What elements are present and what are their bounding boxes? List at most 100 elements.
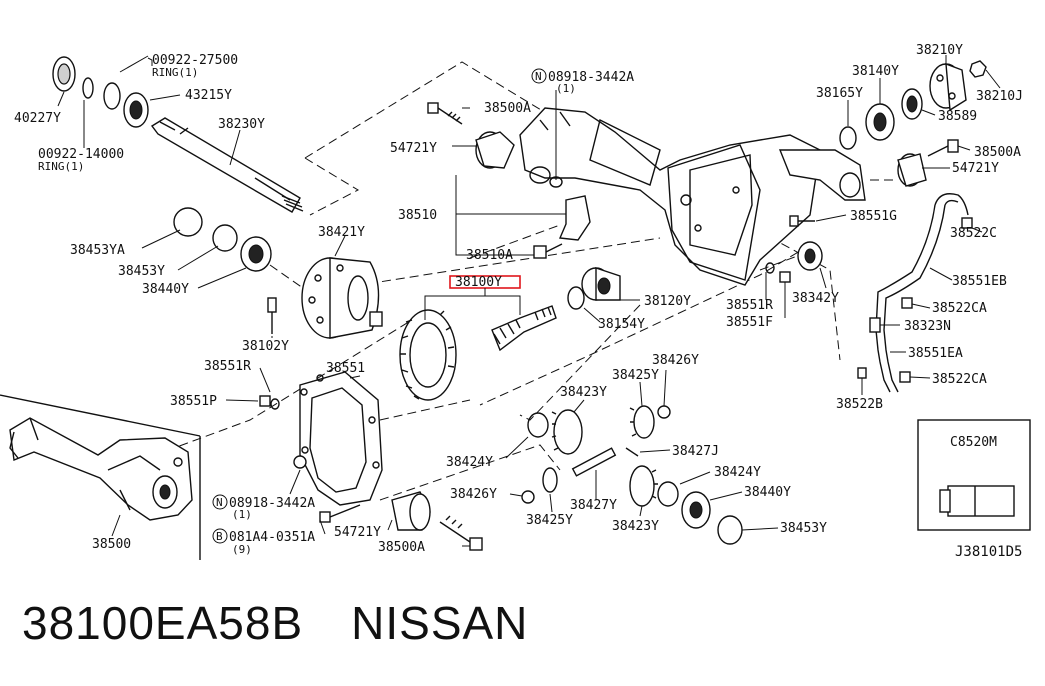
- drive-shaft-38230y: [150, 117, 301, 213]
- side-gear-38423y-b: [629, 465, 655, 507]
- label-38453y-a: 38453Y: [118, 264, 165, 279]
- label-38426y-a: 38426Y: [652, 353, 699, 368]
- label-ring-a: RING(1): [152, 66, 198, 79]
- diagram-reference-code: J38101D5: [955, 544, 1022, 560]
- inset-c8520m: [917, 419, 1031, 531]
- label-38165y: 38165Y: [816, 86, 863, 101]
- label-38323n: 38323N: [904, 319, 951, 334]
- label-38551f: 38551F: [726, 315, 773, 330]
- clip-38522ca-top: [901, 297, 913, 309]
- label-38342y: 38342Y: [792, 291, 839, 306]
- pinion-gear-38425y-b: [542, 467, 558, 493]
- shim-38453y: [212, 224, 238, 252]
- clip-38522ca-bottom: [899, 371, 911, 383]
- label-38551: 38551: [326, 361, 365, 376]
- label-38427y: 38427Y: [570, 498, 617, 513]
- label-38230y: 38230Y: [218, 117, 265, 132]
- label-081a4: 081A4-0351A: [229, 530, 315, 545]
- o-ring-38453ya: [173, 207, 203, 237]
- label-38510: 38510: [398, 208, 437, 223]
- label-38522ca-a: 38522CA: [932, 301, 987, 316]
- label-38425y-a: 38425Y: [612, 368, 659, 383]
- ring-gear: [399, 309, 457, 401]
- brand-name: NISSAN: [351, 597, 529, 649]
- diff-cover-38551: [259, 371, 383, 506]
- bracket-38510: [558, 195, 591, 241]
- label-38210y: 38210Y: [916, 43, 963, 58]
- mount-bushing-bottom: [319, 491, 483, 551]
- label-38500a-bottom: 38500A: [378, 540, 425, 555]
- collar-38165y: [839, 126, 857, 150]
- snap-ring-14000: [103, 82, 121, 110]
- label-38423y-a: 38423Y: [560, 385, 607, 400]
- axle-shaft-group: [52, 56, 304, 213]
- label-38510a: 38510A: [466, 248, 513, 263]
- label-c8520m: C8520M: [950, 435, 997, 450]
- circle-n-top: N: [535, 70, 542, 83]
- pinion-bearing-group: [567, 267, 621, 310]
- label-08918-bottom: 08918-3442A: [229, 496, 315, 511]
- bolt-38500a-bottom: [469, 537, 483, 551]
- ring-and-pinion-38100y: [399, 305, 557, 401]
- label-38424y-a: 38424Y: [446, 455, 493, 470]
- spacer-38154y: [567, 286, 585, 310]
- label-38551r-b: 38551R: [204, 359, 251, 374]
- label-38120y: 38120Y: [644, 294, 691, 309]
- label-38551ea: 38551EA: [908, 346, 963, 361]
- diff-internals: [521, 405, 743, 545]
- washer-38551r: [765, 262, 775, 274]
- lock-pin-38427j: [625, 447, 639, 457]
- label-ring-b: RING(1): [38, 160, 84, 173]
- washer-38424y-b: [657, 481, 679, 507]
- washer-38424y-a: [527, 412, 549, 438]
- complete-diff-assembly-38500: [0, 394, 201, 560]
- label-38522c: 38522C: [950, 226, 997, 241]
- label-38551g: 38551G: [850, 209, 897, 224]
- label-38440y-a: 38440Y: [142, 282, 189, 297]
- label-40227y: 40227Y: [14, 111, 61, 126]
- label-38551eb: 38551EB: [952, 274, 1007, 289]
- clip-38522c: [961, 217, 973, 229]
- washer-38426y-a: [657, 405, 671, 419]
- label-38426y-b: 38426Y: [450, 487, 497, 502]
- circle-b: B: [216, 530, 223, 543]
- label-38500a-top: 38500A: [484, 101, 531, 116]
- shim-38453y-b: [717, 515, 743, 545]
- footer-part-info: 38100EA58B NISSAN: [22, 596, 528, 650]
- label-38102y: 38102Y: [242, 339, 289, 354]
- label-38522b: 38522B: [836, 397, 883, 412]
- label-38589: 38589: [938, 109, 977, 124]
- connector-38323n: [869, 317, 881, 333]
- plug-38551p: [259, 395, 271, 407]
- label-08918-top: 08918-3442A: [548, 70, 634, 85]
- label-38421y: 38421Y: [318, 225, 365, 240]
- circle-n-bottom: N: [216, 496, 223, 509]
- label-38440y-b: 38440Y: [744, 485, 791, 500]
- label-38522ca-b: 38522CA: [932, 372, 987, 387]
- label-43215y: 43215Y: [185, 88, 232, 103]
- label-38427j: 38427J: [672, 444, 719, 459]
- label-38551p: 38551P: [170, 394, 217, 409]
- part-number: 38100EA58B: [22, 597, 304, 649]
- leader-lines: [57, 55, 1001, 547]
- label-38453y-b: 38453Y: [780, 521, 827, 536]
- bolt-08918-bottom: [293, 455, 307, 469]
- socket-tool: [947, 485, 1015, 517]
- side-gear-38423y-a: [553, 409, 583, 455]
- diff-carrier-housing: [519, 107, 866, 286]
- label-38551r-a: 38551R: [726, 298, 773, 313]
- nut-38210j: [969, 60, 987, 78]
- label-38500: 38500: [92, 537, 131, 552]
- part-labels: 40227Y 00922-27500 RING(1) 43215Y 38230Y…: [14, 43, 1023, 560]
- bolt-38510a: [533, 245, 547, 259]
- label-38453ya: 38453YA: [70, 243, 125, 258]
- pinion-gear-38425y-a: [633, 405, 655, 439]
- washer-38426y-b: [521, 490, 535, 504]
- label-38423y-b: 38423Y: [612, 519, 659, 534]
- plug-38551g: [789, 215, 799, 227]
- plug-38551f: [779, 271, 791, 283]
- label-08918-bottom-qty: (1): [232, 508, 252, 521]
- pinion-shaft-38427y: [571, 447, 617, 477]
- drive-pinion: [491, 305, 557, 352]
